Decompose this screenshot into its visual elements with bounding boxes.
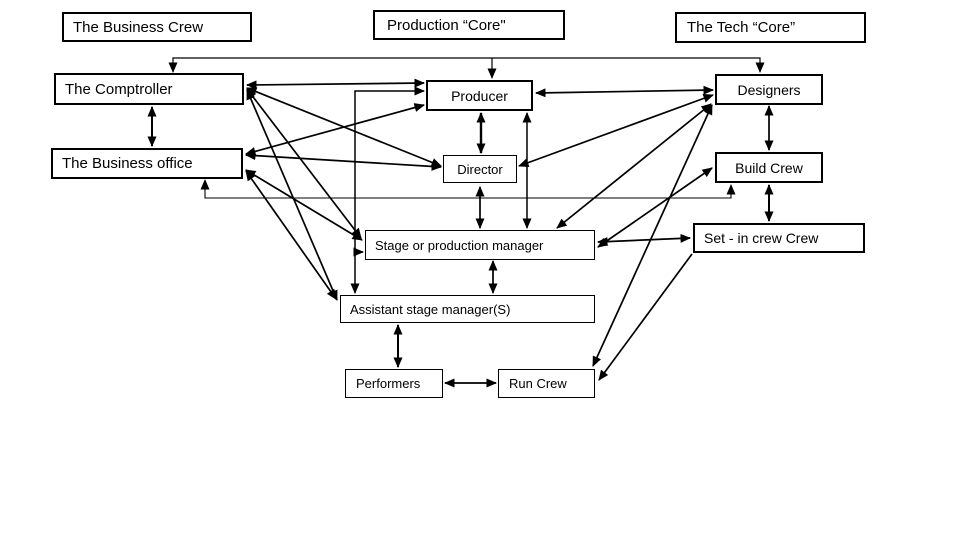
- edge-director-to-designers: [518, 94, 714, 167]
- edge-comptroller-to-assistant: [246, 89, 338, 301]
- node-designers: Designers: [715, 74, 823, 105]
- node-build-crew: Build Crew: [715, 152, 823, 183]
- edge-stage-manager-to-set-in-crew: [597, 233, 691, 247]
- edge-business-office-to-producer: [245, 103, 425, 156]
- node-assistant: Assistant stage manager(S): [340, 295, 595, 323]
- edge-business-office-to-director: [245, 151, 442, 171]
- edge-business-office-to-build-crew: [200, 179, 736, 199]
- node-performers: Performers: [345, 369, 443, 398]
- node-director: Director: [443, 155, 517, 183]
- edge-designers-to-stage-manager: [556, 103, 712, 229]
- node-stage-manager: Stage or production manager: [365, 230, 595, 260]
- edge-business-office-to-stage-manager: [245, 169, 363, 241]
- node-business-crew: The Business Crew: [62, 12, 252, 42]
- node-set-in-crew: Set - in crew Crew: [693, 223, 865, 253]
- node-comptroller: The Comptroller: [54, 73, 244, 105]
- edge-stage-manager-to-build-crew: [597, 167, 713, 248]
- edge-top-bus-to-comptroller-and-designers: [168, 57, 765, 73]
- node-production-core: Production “Core": [373, 10, 565, 40]
- node-tech-core: The Tech “Core”: [675, 12, 866, 43]
- edge-comptroller-to-producer: [246, 78, 425, 90]
- node-run-crew: Run Crew: [498, 369, 595, 398]
- edge-set-in-crew-to-run-crew: [598, 253, 693, 381]
- node-business-office: The Business office: [51, 148, 243, 179]
- node-producer: Producer: [426, 80, 533, 111]
- edge-producer-to-assistant: [350, 86, 425, 294]
- edge-business-office-to-assistant: [245, 170, 337, 300]
- edge-producer-to-designers: [535, 85, 714, 98]
- diagram-edges: [147, 57, 774, 388]
